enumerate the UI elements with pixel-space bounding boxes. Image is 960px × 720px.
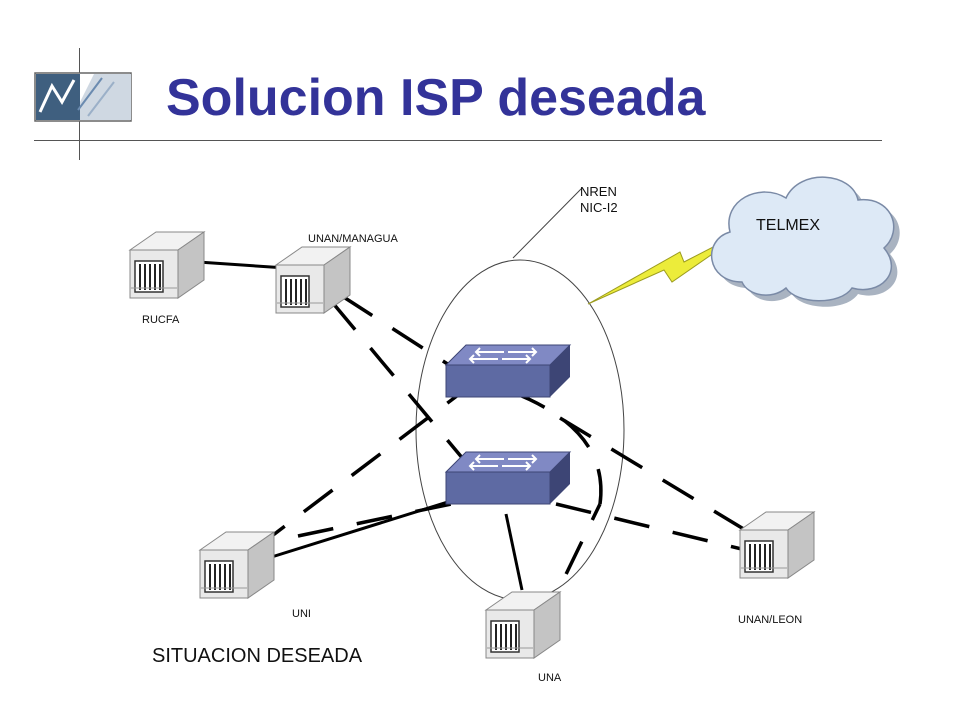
title-horizontal-rule <box>34 140 882 141</box>
link-managua-switch1 <box>341 294 461 374</box>
server-icon-una <box>485 591 561 659</box>
server-icon-uni <box>199 531 275 599</box>
unan-leon-label: UNAN/LEON <box>738 614 802 626</box>
server-icon-unan-managua <box>275 246 351 314</box>
logo-icon <box>34 72 132 122</box>
cloud-icon <box>710 176 900 307</box>
unan-managua-label: UNAN/MANAGUA <box>308 233 399 245</box>
switch-icon-upper <box>445 344 571 398</box>
server-icon-unan-leon <box>739 511 815 579</box>
link-leon-switch2 <box>555 502 755 554</box>
link-uni-switch1 <box>254 384 472 550</box>
link-leon-switch1 <box>559 416 753 536</box>
link-una-switch1-arc <box>511 390 603 505</box>
nren-cluster-ellipse <box>415 259 625 601</box>
nic-i2-label: NIC-I2 <box>580 200 618 215</box>
slide-title: Solucion ISP deseada <box>166 69 706 127</box>
link-managua-switch2 <box>330 300 486 486</box>
telmex-label: TELMEX <box>756 217 820 234</box>
una-label: UNA <box>538 672 562 684</box>
uni-label: UNI <box>292 608 311 620</box>
diagram-caption: SITUACION DESEADA <box>152 645 363 667</box>
nren-label-leader <box>512 187 583 259</box>
link-rucfa-managua <box>197 260 287 270</box>
link-una-switch2 <box>504 513 524 591</box>
switch-icon-lower <box>445 451 571 505</box>
server-icon-rucfa <box>129 231 205 299</box>
nren-label: NREN <box>580 184 617 199</box>
rucfa-label: RUCFA <box>142 314 180 326</box>
